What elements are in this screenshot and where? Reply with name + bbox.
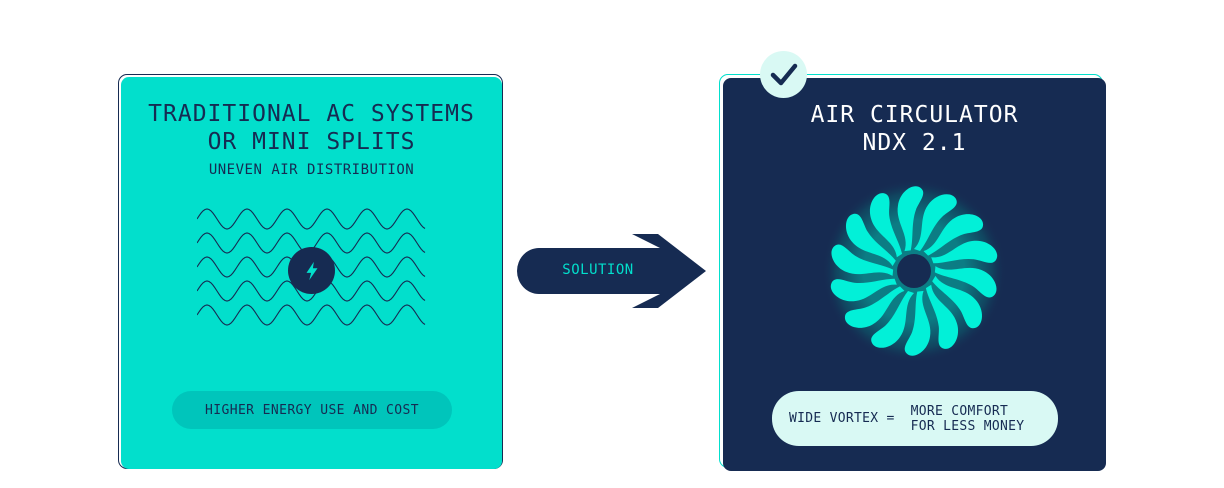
solution-label: SOLUTION bbox=[562, 262, 634, 278]
right-card-title: AIR CIRCULATOR NDX 2.1 bbox=[810, 102, 1019, 156]
solution-arrow bbox=[517, 234, 706, 308]
checkmark-icon bbox=[760, 51, 807, 98]
traditional-ac-card: TRADITIONAL AC SYSTEMS OR MINI SPLITS UN… bbox=[121, 77, 502, 469]
wide-vortex-label: WIDE VORTEX = bbox=[789, 411, 895, 426]
lightning-bolt-icon bbox=[288, 247, 335, 294]
left-card-title: TRADITIONAL AC SYSTEMS OR MINI SPLITS bbox=[148, 101, 475, 155]
higher-cost-label: HIGHER ENERGY USE AND COST bbox=[205, 402, 419, 418]
higher-cost-pill: HIGHER ENERGY USE AND COST bbox=[172, 391, 452, 429]
left-card-subtitle: UNEVEN AIR DISTRIBUTION bbox=[208, 162, 415, 178]
more-comfort-label: MORE COMFORT FOR LESS MONEY bbox=[910, 403, 1025, 434]
wide-vortex-pill: WIDE VORTEX = MORE COMFORT FOR LESS MONE… bbox=[772, 391, 1058, 446]
fan-vortex-icon bbox=[822, 179, 1006, 363]
air-circulator-card: AIR CIRCULATOR NDX 2.1 WIDE VORTEX = MOR… bbox=[723, 78, 1106, 471]
